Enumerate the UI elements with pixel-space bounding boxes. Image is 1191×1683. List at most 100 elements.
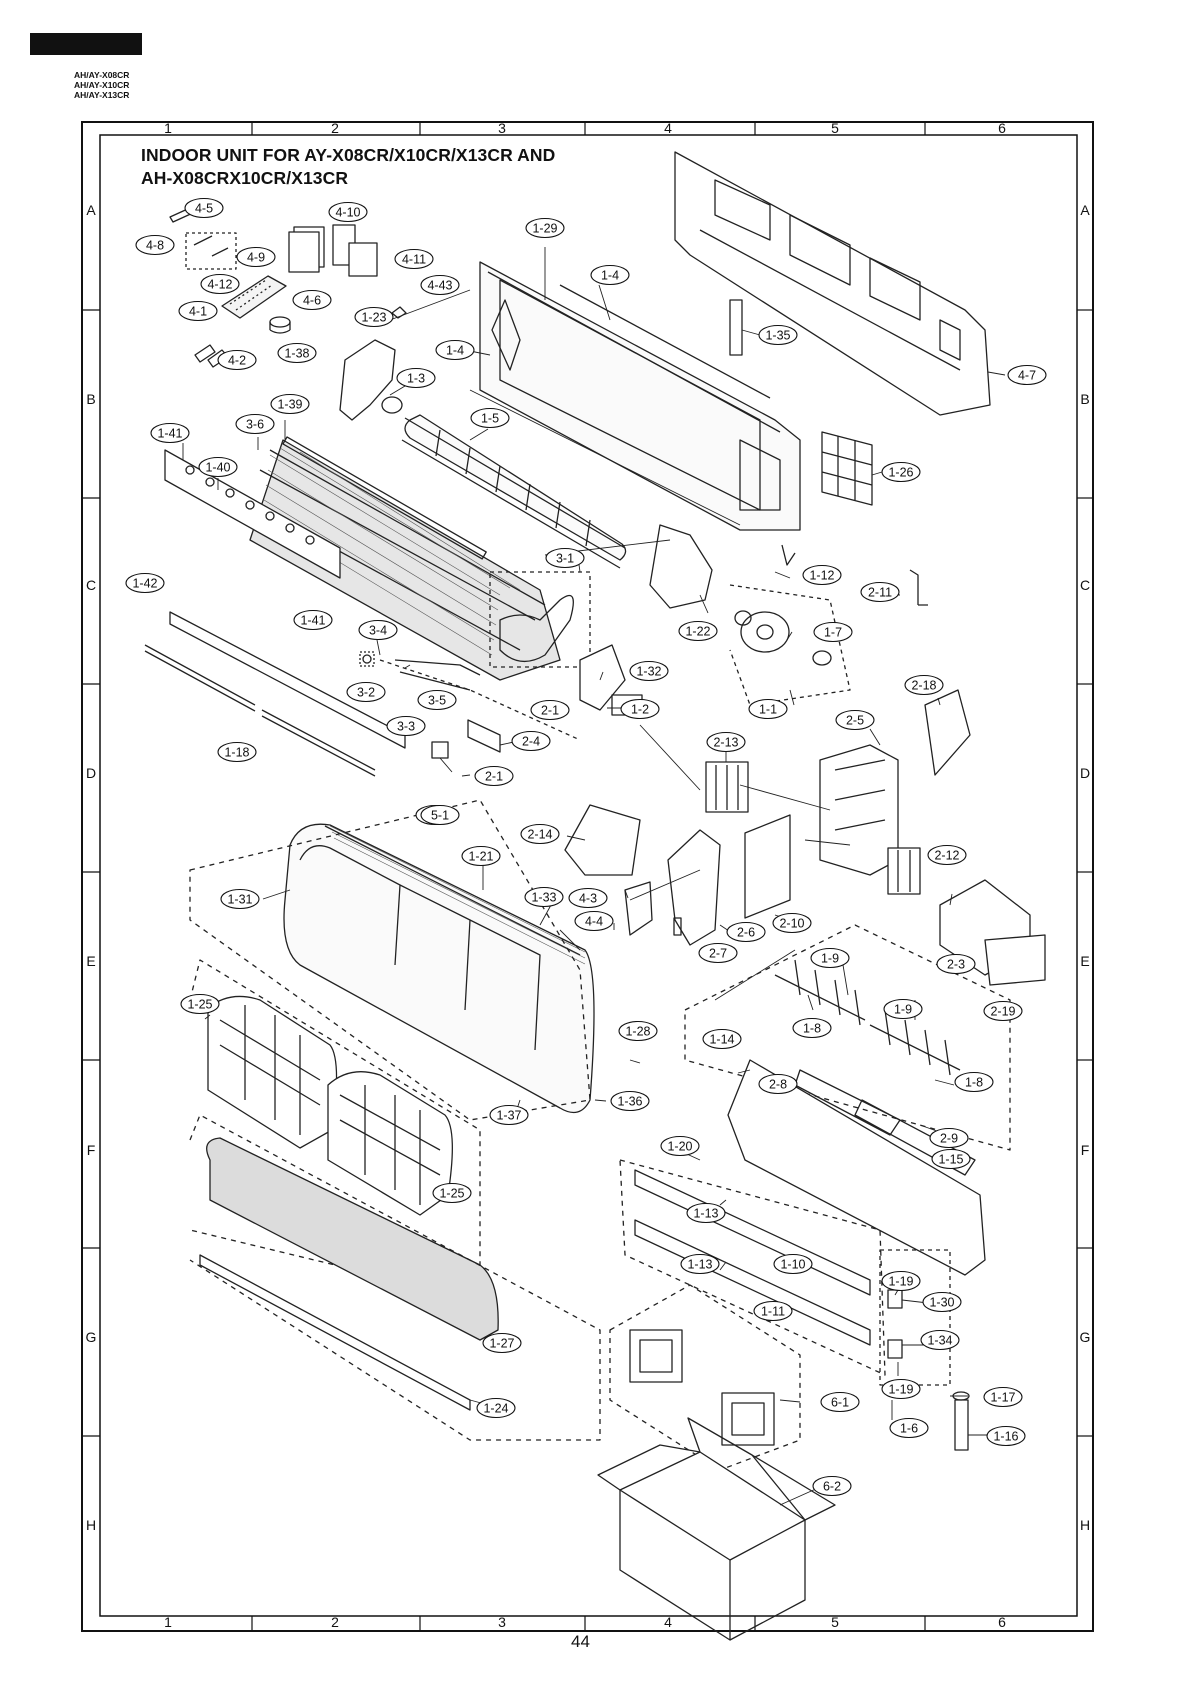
callout-ellipse bbox=[812, 1475, 852, 1497]
part-number-label: 1-4 bbox=[446, 344, 464, 358]
callout-ellipse bbox=[813, 621, 853, 643]
callout-ellipse bbox=[435, 339, 475, 361]
callout-ellipse bbox=[629, 660, 669, 682]
grid-row-label: B bbox=[86, 391, 95, 407]
part-callout: 2-1 bbox=[474, 765, 514, 787]
model-line: AH/AY-X08CR bbox=[74, 70, 130, 80]
part-number-label: 1-33 bbox=[531, 891, 556, 905]
frame bbox=[81, 121, 1094, 1632]
callout-ellipse bbox=[927, 844, 967, 866]
part-number-label: 1-17 bbox=[990, 1391, 1015, 1405]
part-callout: 1-29 bbox=[525, 217, 565, 239]
part-callout: 1-41 bbox=[150, 422, 190, 444]
part-callout: 1-38 bbox=[277, 342, 317, 364]
part-number-label: 1-9 bbox=[894, 1003, 912, 1017]
part-number-label: 2-12 bbox=[934, 849, 959, 863]
part-callout: 2-7 bbox=[698, 942, 738, 964]
part-callout: 2-18 bbox=[904, 674, 944, 696]
part-number-label: 2-1 bbox=[541, 704, 559, 718]
model-line: AH/AY-X13CR bbox=[74, 90, 130, 100]
callout-ellipse bbox=[706, 731, 746, 753]
callout-ellipse bbox=[618, 1020, 658, 1042]
part-callout: 2-1 bbox=[530, 699, 570, 721]
part-callout: 1-40 bbox=[198, 456, 238, 478]
part-number-label: 3-6 bbox=[246, 418, 264, 432]
grid-row-label: A bbox=[86, 202, 96, 218]
callout-ellipse bbox=[726, 921, 766, 943]
part-number-label: 4-9 bbox=[247, 251, 265, 265]
part-number-label: 1-34 bbox=[927, 1334, 952, 1348]
callout-ellipse bbox=[292, 289, 332, 311]
callout-ellipse bbox=[476, 1397, 516, 1419]
cover-2-14 bbox=[564, 804, 641, 876]
part-callout: 1-1 bbox=[748, 698, 788, 720]
callout-ellipse bbox=[758, 324, 798, 346]
grid-column-label: 2 bbox=[331, 1614, 339, 1630]
callout-ellipse bbox=[277, 342, 317, 364]
control-box-2-6 bbox=[667, 829, 721, 946]
callout-ellipse bbox=[568, 887, 608, 909]
part-callout: 1-37 bbox=[489, 1104, 529, 1126]
part-callout: 1-23 bbox=[354, 306, 394, 328]
callout-ellipse bbox=[883, 998, 923, 1020]
electrical-box bbox=[819, 744, 899, 876]
part-callout: 1-42 bbox=[125, 572, 165, 594]
part-callout: 2-9 bbox=[929, 1127, 969, 1149]
callout-ellipse bbox=[835, 709, 875, 731]
part-number-label: 4-8 bbox=[146, 239, 164, 253]
part-callout: 2-3 bbox=[936, 953, 976, 975]
part-callout: 4-6 bbox=[292, 289, 332, 311]
callout-ellipse bbox=[482, 1332, 522, 1354]
parts-sketch bbox=[144, 151, 1046, 1641]
callout-ellipse bbox=[545, 547, 585, 569]
part-number-label: 2-14 bbox=[527, 828, 552, 842]
part-callout: 1-2 bbox=[620, 698, 660, 720]
grid-row-label: F bbox=[1081, 1142, 1090, 1158]
part-number-label: 2-9 bbox=[940, 1132, 958, 1146]
callout-ellipse bbox=[702, 1028, 742, 1050]
part-callout: 3-3 bbox=[386, 715, 426, 737]
callout-ellipse bbox=[574, 910, 614, 932]
grid-column-label: 4 bbox=[664, 120, 672, 136]
part-number-label: 2-10 bbox=[779, 917, 804, 931]
part-callout: 1-15 bbox=[931, 1148, 971, 1170]
model-line: AH/AY-X10CR bbox=[74, 80, 130, 90]
part-number-label: 1-10 bbox=[780, 1258, 805, 1272]
part-number-label: 1-32 bbox=[636, 665, 661, 679]
grid-column-label: 6 bbox=[998, 1614, 1006, 1630]
part-number-label: 1-7 bbox=[824, 626, 842, 640]
motor-bracket bbox=[339, 339, 396, 421]
part-number-label: 4-43 bbox=[427, 279, 452, 293]
part-callout: 1-14 bbox=[702, 1028, 742, 1050]
callout-ellipse bbox=[461, 845, 501, 867]
callout-ellipse bbox=[346, 681, 386, 703]
part-callout: 4-3 bbox=[568, 887, 608, 909]
callout-ellipse bbox=[610, 1090, 650, 1112]
filter-small bbox=[821, 431, 873, 506]
chassis-frame bbox=[479, 261, 801, 531]
part-callout: 1-22 bbox=[678, 620, 718, 642]
part-number-label: 1-29 bbox=[532, 222, 557, 236]
part-number-label: 2-19 bbox=[990, 1005, 1015, 1019]
part-callout: 4-8 bbox=[135, 234, 175, 256]
part-number-label: 2-11 bbox=[868, 586, 892, 600]
part-callout: 4-4 bbox=[574, 910, 614, 932]
part-number-label: 2-6 bbox=[737, 926, 755, 940]
part-callout: 1-3 bbox=[396, 367, 436, 389]
grid-row-label: D bbox=[86, 765, 96, 781]
part-callout: 1-19 bbox=[881, 1378, 921, 1400]
callout-ellipse bbox=[328, 201, 368, 223]
part-callout: 4-12 bbox=[200, 273, 240, 295]
part-number-label: 1-1 bbox=[759, 703, 777, 717]
callout-ellipse bbox=[936, 953, 976, 975]
part-callout: 3-5 bbox=[417, 689, 457, 711]
header-black-tab bbox=[30, 33, 142, 55]
callout-ellipse bbox=[184, 197, 224, 219]
part-number-label: 1-19 bbox=[888, 1275, 913, 1289]
piping bbox=[499, 594, 574, 662]
part-number-label: 1-12 bbox=[809, 569, 834, 583]
part-callout: 4-11 bbox=[394, 248, 434, 270]
callout-ellipse bbox=[931, 1148, 971, 1170]
